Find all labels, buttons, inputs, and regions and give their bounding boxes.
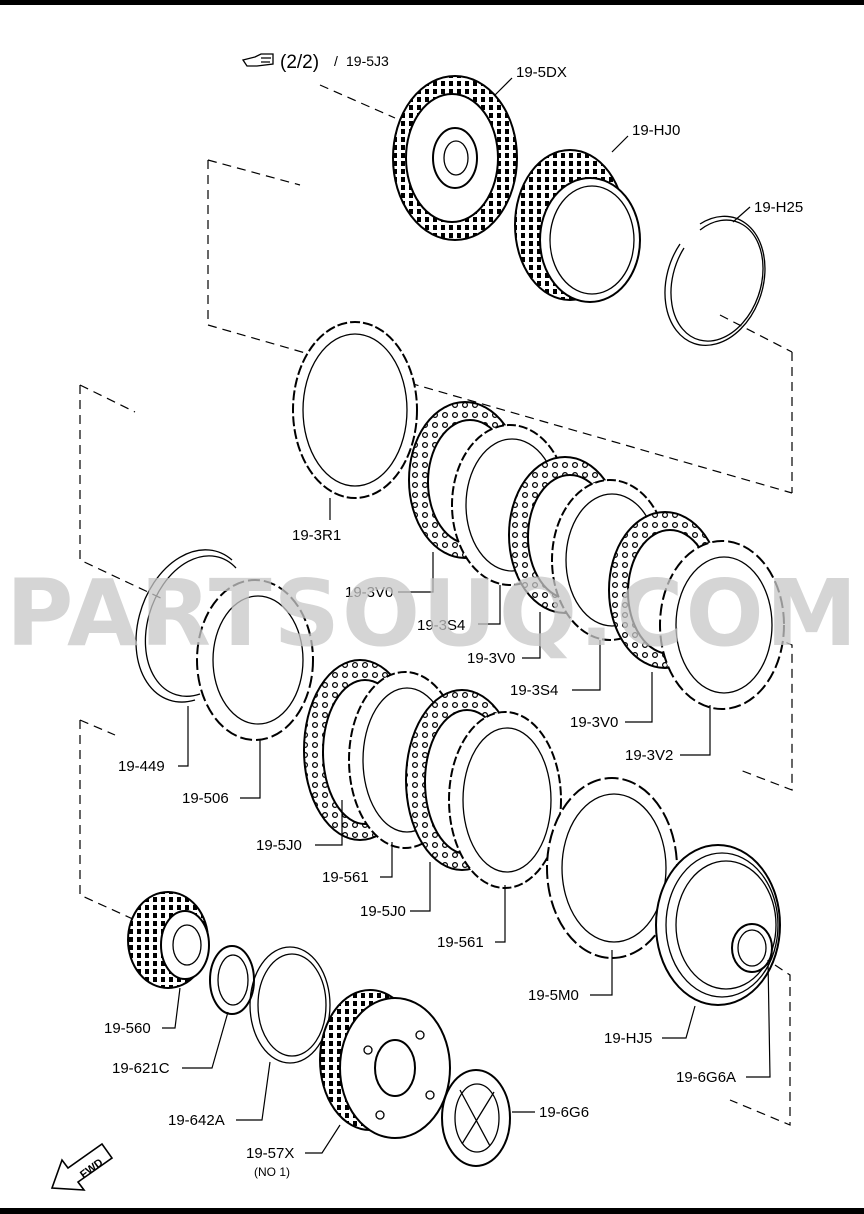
top-border-bar xyxy=(0,0,864,5)
label-19-5J0-b[interactable]: 19-5J0 xyxy=(360,903,406,920)
part-19-HJ5[interactable] xyxy=(655,844,781,1006)
label-19-3V0-b[interactable]: 19-3V0 xyxy=(467,650,515,667)
label-19-3V0-a[interactable]: 19-3V0 xyxy=(345,584,393,601)
part-19-H25[interactable] xyxy=(664,215,766,346)
label-19-6G6[interactable]: 19-6G6 xyxy=(539,1104,589,1121)
label-19-561-b[interactable]: 19-561 xyxy=(437,934,484,951)
fwd-arrow-icon: FWD xyxy=(50,1142,114,1191)
pointing-hand-icon xyxy=(241,53,274,67)
reference-code: 19-5J3 xyxy=(346,53,389,69)
reference-separator: / xyxy=(334,53,338,69)
label-19-3R1[interactable]: 19-3R1 xyxy=(292,527,341,544)
label-19-506[interactable]: 19-506 xyxy=(182,790,229,807)
bottom-border-bar xyxy=(0,1208,864,1214)
label-19-3V2[interactable]: 19-3V2 xyxy=(625,747,673,764)
reference-page: (2/2) xyxy=(280,52,319,73)
part-19-6G6[interactable] xyxy=(441,1069,511,1167)
label-19-57X[interactable]: 19-57X xyxy=(246,1145,294,1162)
label-19-6G6A[interactable]: 19-6G6A xyxy=(676,1069,736,1086)
part-19-449[interactable] xyxy=(135,549,237,703)
assembly-outlines xyxy=(79,84,793,1126)
label-19-HJ0[interactable]: 19-HJ0 xyxy=(632,122,680,139)
label-19-561-a[interactable]: 19-561 xyxy=(322,869,369,886)
label-19-3S4-a[interactable]: 19-3S4 xyxy=(417,617,465,634)
label-19-5M0[interactable]: 19-5M0 xyxy=(528,987,579,1004)
part-19-57X[interactable] xyxy=(319,989,451,1139)
label-19-560[interactable]: 19-560 xyxy=(104,1020,151,1037)
label-19-5DX[interactable]: 19-5DX xyxy=(516,64,567,81)
label-19-5J0-a[interactable]: 19-5J0 xyxy=(256,837,302,854)
label-19-3V0-c[interactable]: 19-3V0 xyxy=(570,714,618,731)
part-19-621C[interactable] xyxy=(209,945,255,1015)
leader-lines xyxy=(162,77,771,1154)
part-19-642A[interactable] xyxy=(249,946,331,1064)
part-labels: 19-5DX 19-HJ0 19-H25 19-3R1 19-3V0 19-3S… xyxy=(104,64,803,1179)
part-19-5DX[interactable] xyxy=(392,75,518,241)
label-19-642A[interactable]: 19-642A xyxy=(168,1112,225,1129)
label-19-3S4-b[interactable]: 19-3S4 xyxy=(510,682,558,699)
part-19-560[interactable] xyxy=(127,891,210,989)
part-19-3V2[interactable] xyxy=(659,540,785,710)
label-19-HJ5[interactable]: 19-HJ5 xyxy=(604,1030,652,1047)
part-19-561-b[interactable] xyxy=(448,711,562,889)
part-19-HJ0[interactable] xyxy=(514,149,641,303)
label-19-57X-note: (NO 1) xyxy=(254,1165,290,1179)
label-19-449[interactable]: 19-449 xyxy=(118,758,165,775)
part-19-506[interactable] xyxy=(196,579,314,741)
label-19-621C[interactable]: 19-621C xyxy=(112,1060,170,1077)
watermark: PARTSOUQ.COM xyxy=(6,560,859,667)
part-19-3R1[interactable] xyxy=(292,321,418,499)
label-19-H25[interactable]: 19-H25 xyxy=(754,199,803,216)
part-19-6G6A[interactable] xyxy=(731,923,773,973)
reference-header[interactable]: (2/2) / 19-5J3 xyxy=(241,52,389,73)
